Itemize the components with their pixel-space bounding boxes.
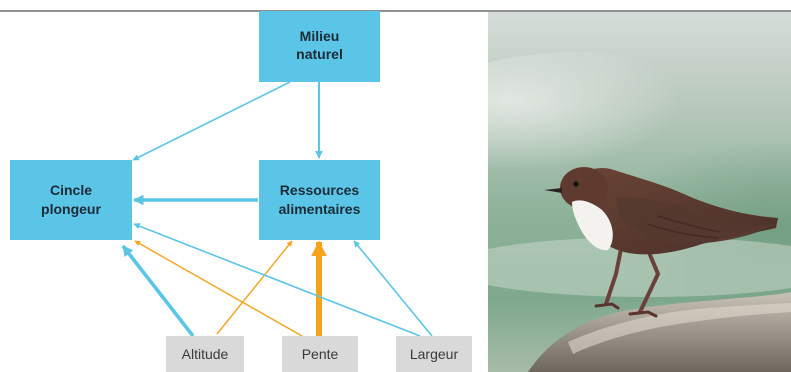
bird-leg-back	[638, 248, 661, 314]
node-cincle-label-line2: plongeur	[41, 201, 101, 217]
bird-feet	[594, 302, 658, 318]
dipper-photo-drawing	[488, 12, 791, 372]
node-cincle-box	[10, 160, 132, 240]
node-milieu-box	[259, 11, 380, 82]
bird-leg-front	[604, 242, 624, 306]
edges-group	[121, 81, 433, 338]
bird-white-breast	[572, 200, 613, 251]
bird-eye	[573, 181, 579, 187]
node-altitude-box	[166, 336, 244, 372]
node-altitude-label: Altitude	[182, 346, 229, 362]
node-cincle-plongeur: Cincle plongeur	[10, 160, 132, 240]
node-pente-box	[282, 336, 358, 372]
node-cincle-label-line1: Cincle	[50, 182, 92, 198]
bird-wing-feathers	[647, 215, 721, 239]
node-ressources-box	[259, 160, 380, 240]
photo-blur-light-2	[488, 237, 791, 297]
edge-altitude-to-cincle	[121, 244, 195, 338]
node-milieu-label-line1: Milieu	[300, 28, 340, 44]
node-pente: Pente	[282, 336, 358, 372]
bird-wing	[616, 197, 776, 244]
node-largeur: Largeur	[396, 336, 472, 372]
node-ressources-label-line1: Ressources	[280, 182, 360, 198]
node-ressources-alimentaires: Ressources alimentaires	[259, 160, 380, 240]
edge-largeur-to-ressources	[353, 240, 433, 337]
edge-altitude-to-ressources	[216, 240, 293, 335]
bird-head	[560, 167, 608, 209]
node-largeur-label: Largeur	[410, 346, 459, 362]
edge-largeur-to-cincle	[133, 223, 421, 337]
rock-highlight	[568, 303, 791, 354]
node-milieu-label-line2: naturel	[296, 46, 343, 62]
node-largeur-box	[396, 336, 472, 372]
bird-beak	[544, 188, 562, 193]
dipper-photo	[488, 12, 791, 372]
node-pente-label: Pente	[302, 346, 339, 362]
edge-pente-to-cincle	[134, 240, 303, 337]
node-milieu-naturel: Milieu naturel	[259, 11, 380, 82]
node-altitude: Altitude	[166, 336, 244, 372]
node-ressources-label-line2: alimentaires	[279, 201, 361, 217]
edge-milieu-to-cincle	[132, 81, 291, 161]
